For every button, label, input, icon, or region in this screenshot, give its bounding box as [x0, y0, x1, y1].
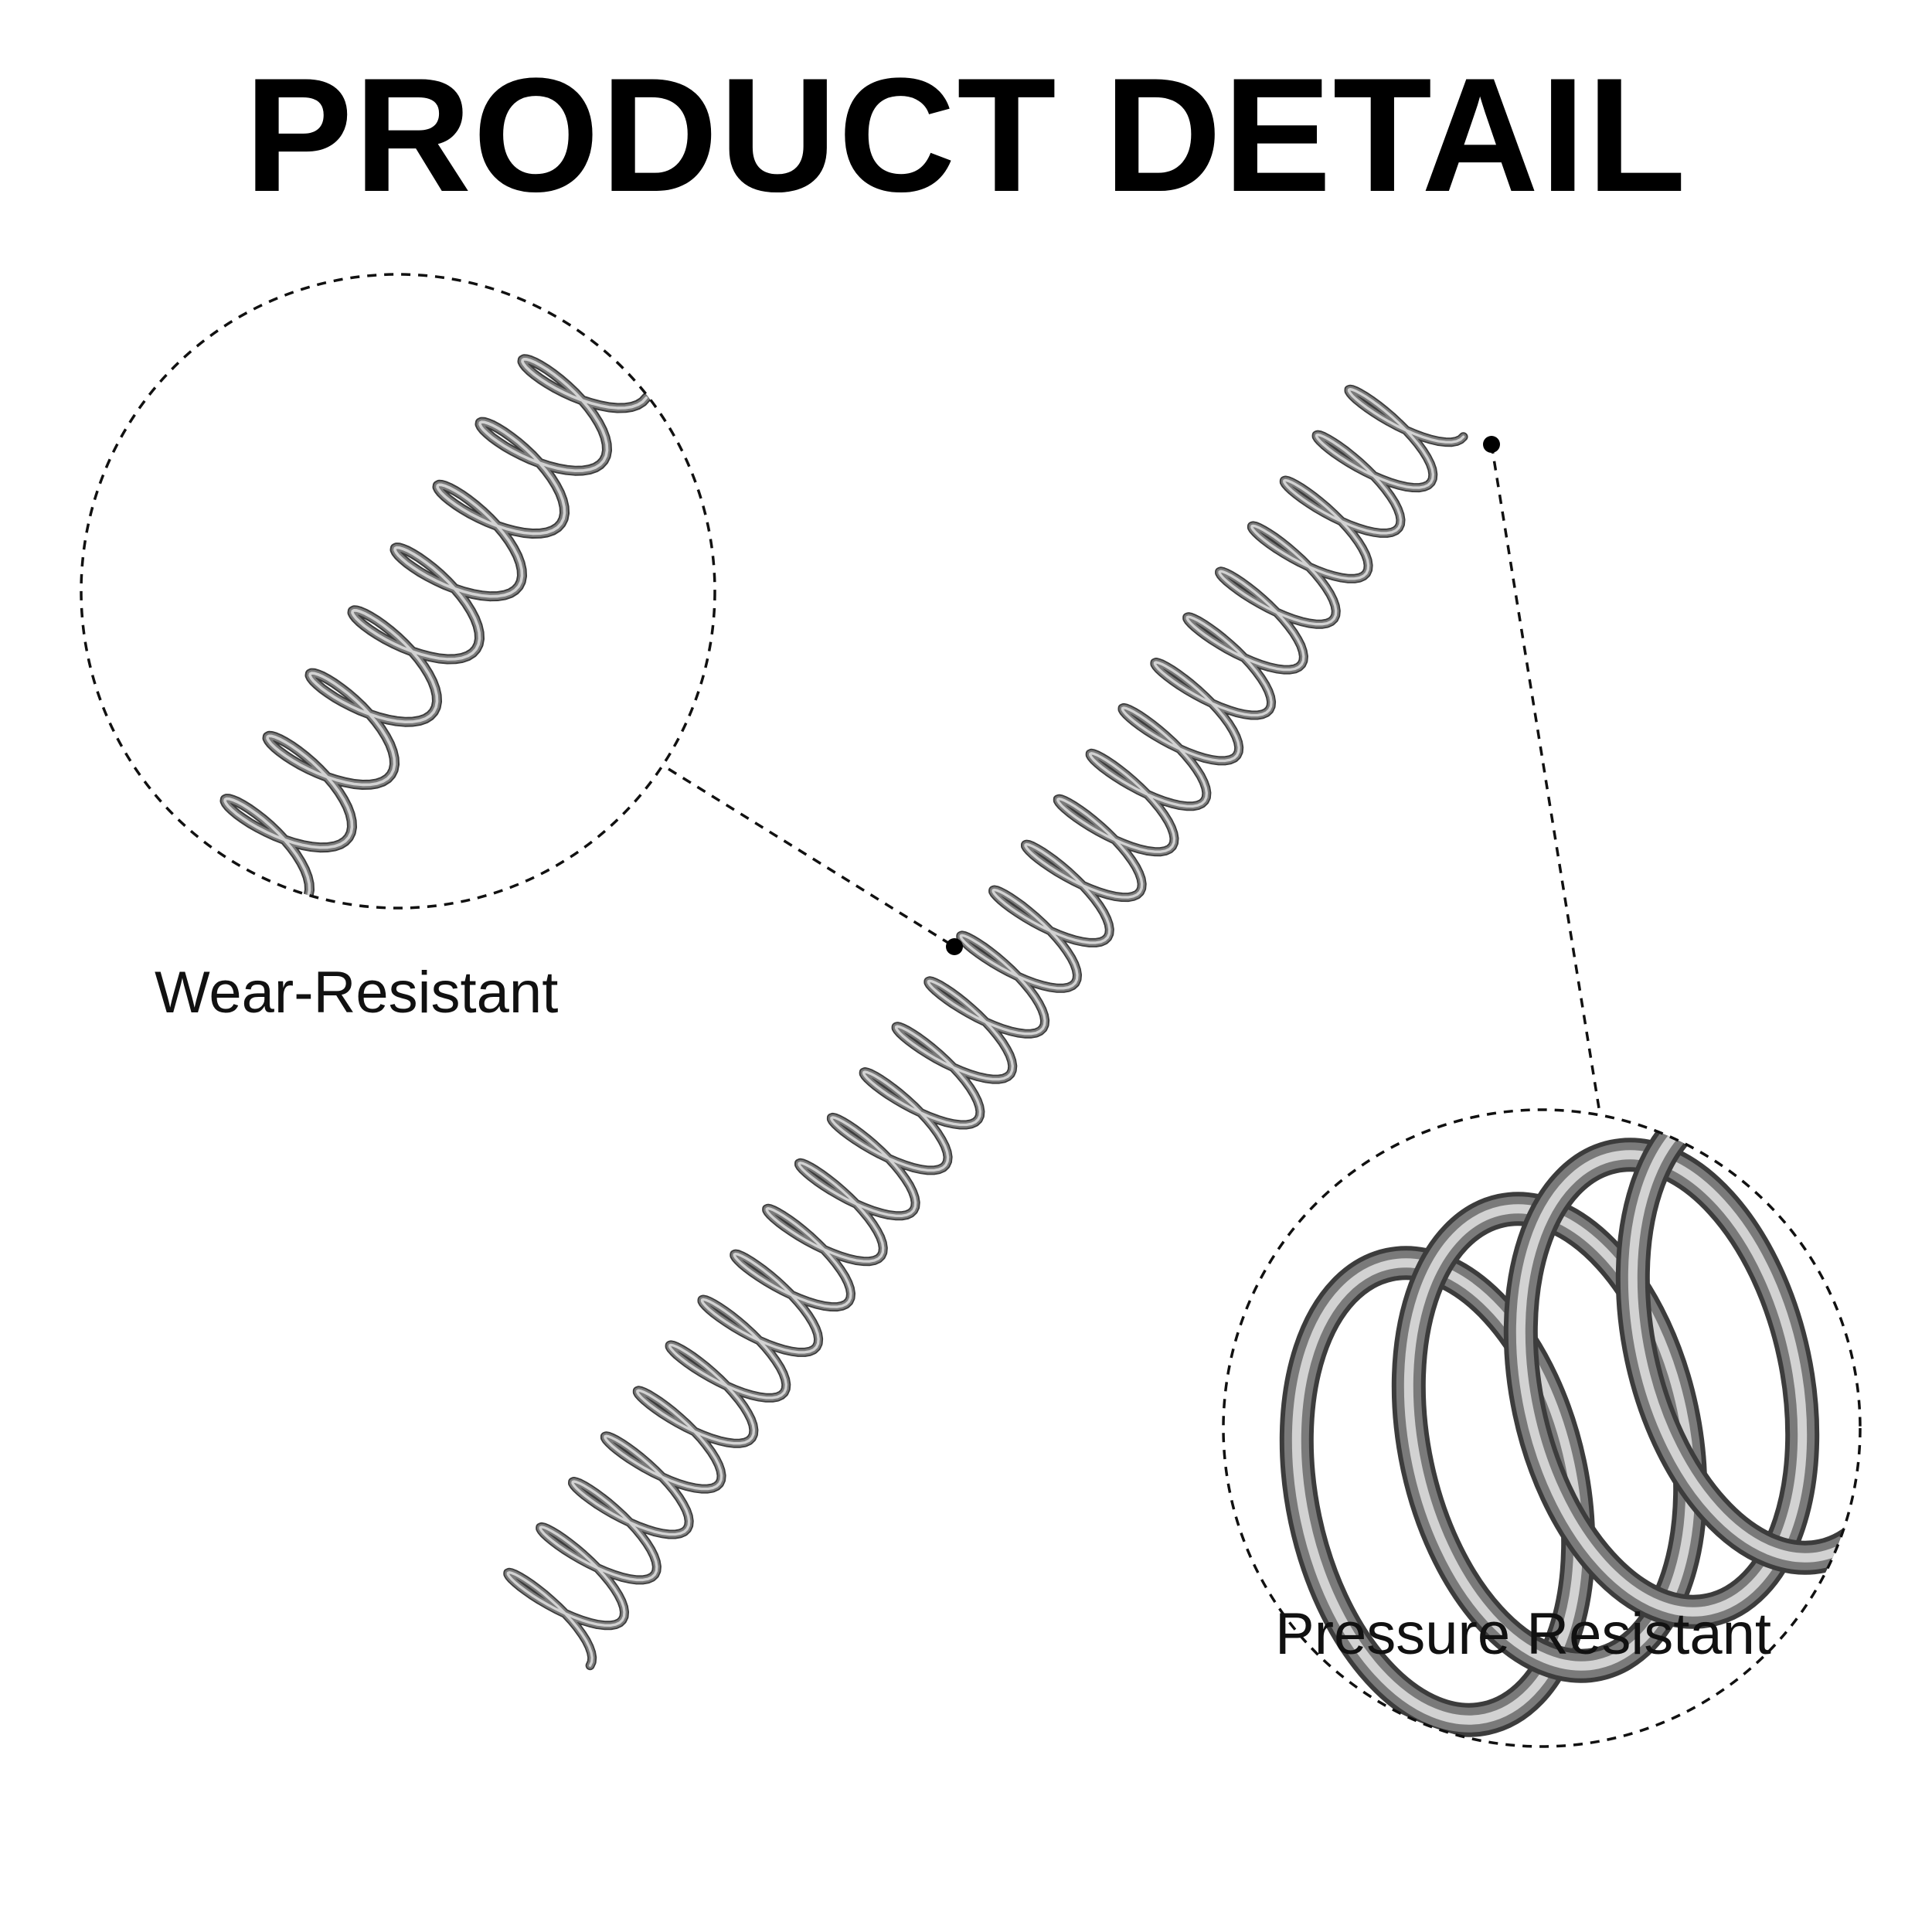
- spring-wire: [223, 357, 648, 902]
- spring-wire: [506, 388, 1465, 1667]
- wear-circle-outline: [80, 273, 716, 910]
- pressure-spring-closeup: [1279, 1110, 1860, 1737]
- wear-leader-dot: [946, 938, 963, 955]
- pressure-circle-outline: [1222, 1108, 1862, 1748]
- spring-wire: [221, 355, 650, 904]
- spring-wire: [219, 354, 651, 906]
- spring-coil-ring: [1291, 1258, 1583, 1725]
- wear-leader-line: [668, 767, 955, 948]
- spring-coil-ring: [1515, 1150, 1808, 1617]
- main-spring-image: [503, 384, 1468, 1671]
- pressure-leader-dot: [1483, 436, 1500, 453]
- page-title: PRODUCT DETAIL: [244, 44, 1688, 226]
- pressure-leader-line: [1490, 444, 1601, 1114]
- wear-zoom-circle: [80, 273, 716, 910]
- pressure-resistant-label: Pressure Resistant: [1275, 1601, 1772, 1667]
- wear-spring-closeup: [219, 354, 651, 906]
- pressure-zoom-circle: [1222, 1108, 1862, 1748]
- spring-coil-ring: [1628, 1110, 1860, 1563]
- leader-lines: [668, 436, 1601, 1114]
- wear-resistant-label: Wear-Resistant: [155, 960, 559, 1026]
- spring-coil-ring: [1403, 1204, 1696, 1671]
